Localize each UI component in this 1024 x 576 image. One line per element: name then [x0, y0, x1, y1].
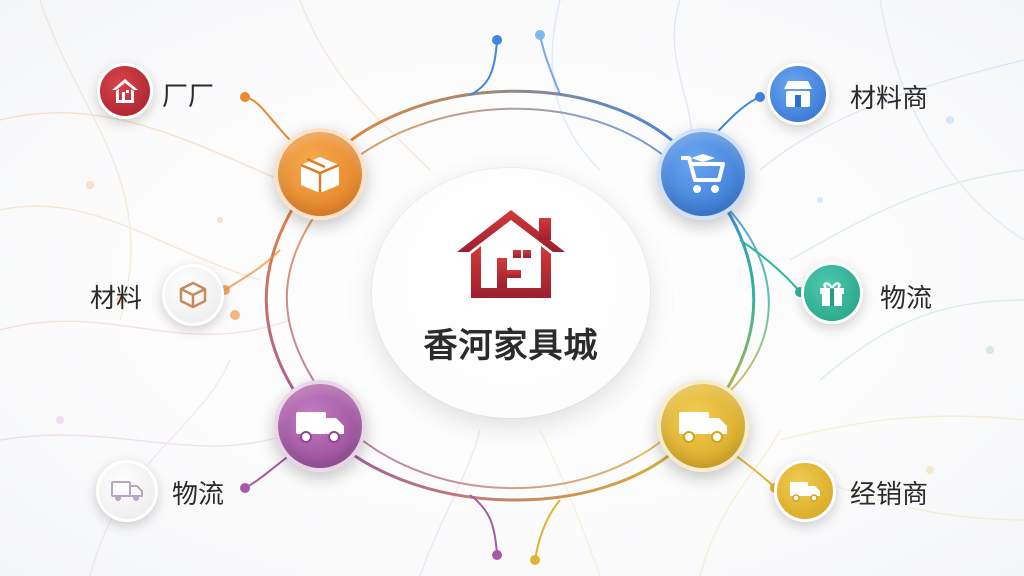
- box-node[interactable]: [274, 128, 366, 220]
- truck-icon: [296, 412, 344, 443]
- logistics-node-left[interactable]: [96, 460, 158, 522]
- material-supplier-node[interactable]: [767, 63, 829, 125]
- truck-node-left[interactable]: [274, 380, 366, 472]
- house-icon: [112, 79, 138, 103]
- shop-icon: [784, 81, 812, 107]
- label-material-supplier: 材料商: [850, 84, 929, 114]
- truck-icon: [111, 481, 143, 501]
- label-material: 材料: [90, 284, 143, 314]
- cart-icon: [681, 154, 725, 193]
- gift-icon: [820, 282, 844, 306]
- truck-icon: [790, 482, 820, 502]
- box-icon: [300, 157, 340, 193]
- box-icon: [179, 281, 207, 309]
- label-factory: 厂厂: [162, 82, 215, 112]
- gift-node[interactable]: [801, 262, 863, 324]
- cart-node[interactable]: [657, 128, 749, 220]
- label-dealer: 经销商: [850, 480, 929, 510]
- label-logistics-right: 物流: [880, 284, 933, 314]
- dealer-node[interactable]: [774, 460, 836, 522]
- hub-title: 香河家具城: [423, 326, 599, 366]
- truck-node-right[interactable]: [657, 380, 749, 472]
- house-icon: [457, 210, 565, 298]
- truck-icon: [679, 412, 727, 443]
- label-logistics-left: 物流: [172, 480, 225, 510]
- factory-node[interactable]: [97, 63, 153, 119]
- center-hub: 香河家具城: [372, 168, 650, 418]
- material-node[interactable]: [162, 264, 224, 326]
